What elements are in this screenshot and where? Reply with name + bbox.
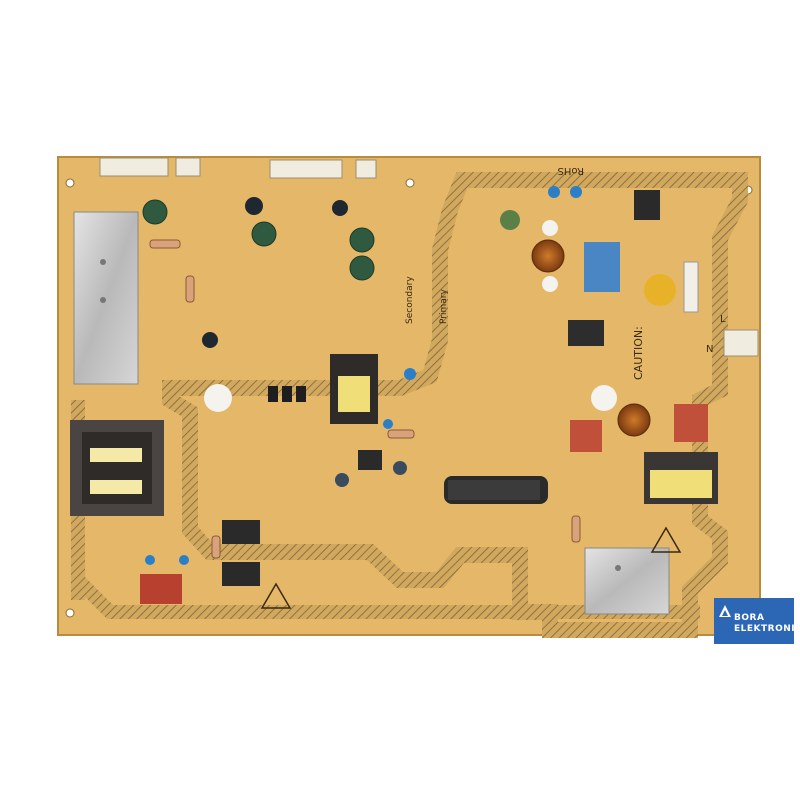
mosfet-2 (222, 562, 260, 586)
rohs-mark: RoHS (558, 165, 584, 176)
transformer-main (70, 420, 164, 516)
heatsink-left (73, 211, 139, 385)
regulator (634, 190, 660, 220)
triangle-logo-icon (719, 605, 731, 617)
white-bobbins (204, 220, 617, 412)
watermark-line1: BORA (734, 613, 765, 623)
transistors (268, 386, 306, 402)
caution-label: CAUTION: (632, 326, 645, 380)
isolation-band (162, 172, 748, 638)
isolation-band-lower (73, 575, 700, 619)
heatsink-right (584, 547, 670, 615)
varistor (644, 274, 676, 306)
secondary-label: Secondary (405, 276, 415, 324)
heat-fuse-holder (683, 261, 699, 313)
primary-label: Primary (439, 289, 449, 324)
bridge-rectifier (568, 320, 604, 346)
transformer-small (644, 452, 718, 504)
warning-icon (260, 526, 682, 609)
transformer-standby (330, 354, 378, 424)
top-connectors (99, 157, 377, 179)
line-label: L (720, 314, 726, 325)
controller-ic (358, 450, 382, 470)
neutral-label: N (706, 344, 713, 355)
watermark: BORA ELEKTRONIK (714, 598, 800, 644)
y-capacitor (500, 210, 520, 230)
choke-1 (531, 239, 565, 273)
electrolytic-caps (142, 197, 407, 487)
choke-2 (617, 403, 651, 437)
film-capacitors (140, 242, 708, 604)
watermark-line2: ELEKTRONIK (734, 624, 800, 634)
small-blue-caps (145, 186, 582, 565)
ac-connector (723, 329, 759, 357)
mosfet-1 (222, 520, 260, 544)
resistors (149, 239, 581, 559)
